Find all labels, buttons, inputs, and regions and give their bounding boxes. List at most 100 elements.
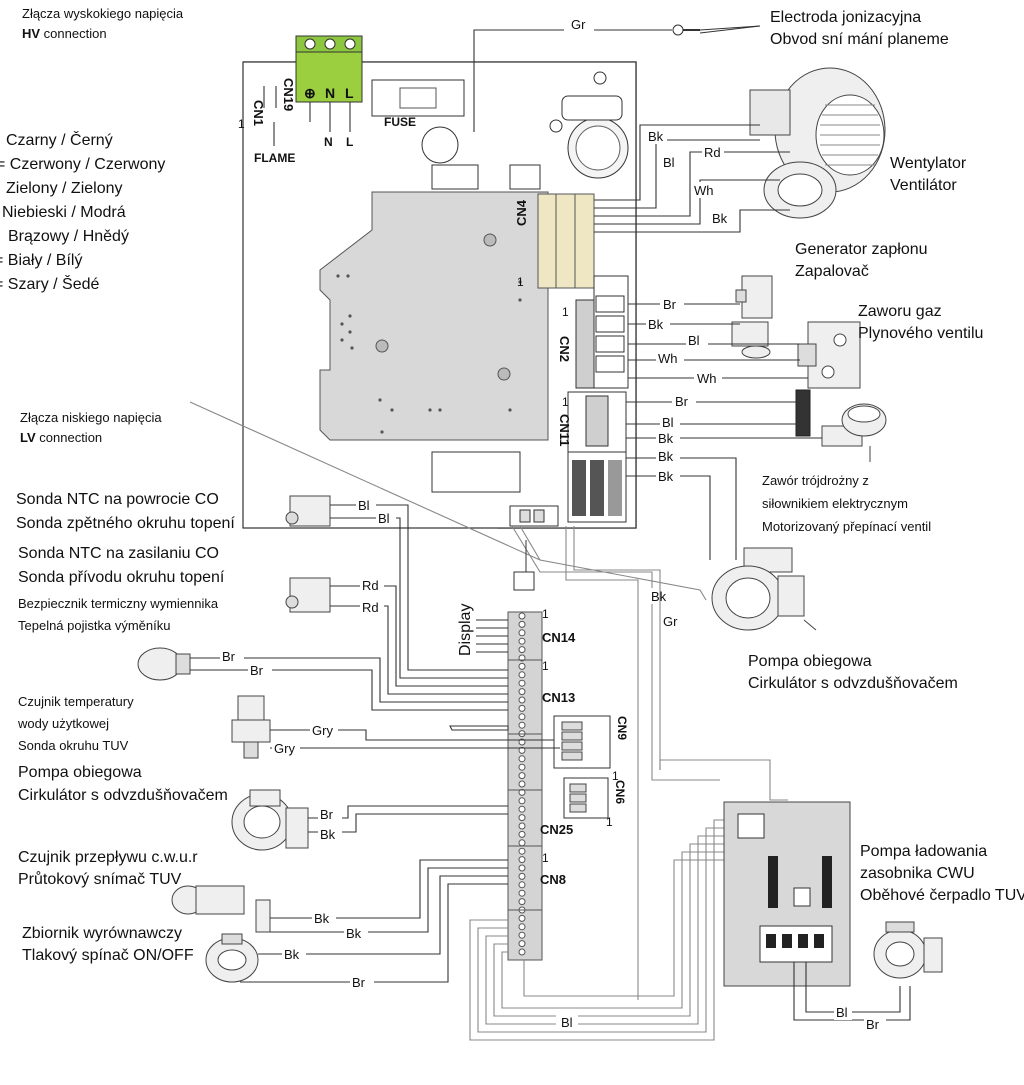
legend-item: Niebieski / Modrá xyxy=(2,204,126,221)
wire-label: Rd xyxy=(362,578,379,593)
wire-label: Bl xyxy=(663,155,675,170)
cwu-pump-label: Pompa ładowania xyxy=(860,843,987,860)
wire-label: Bk xyxy=(648,317,664,332)
ntc-supply-label: Sonda přívodu okruhu topení xyxy=(18,569,225,586)
strip-pin xyxy=(518,629,526,637)
cn2-pin-one: 1 xyxy=(562,305,569,319)
thermal-fuse-label: Tepelná pojistka výměníku xyxy=(18,618,170,633)
igniter-label: Zapalovač xyxy=(795,263,869,280)
strip-pin xyxy=(518,914,526,922)
three-way-label: Zawór trójdrożny z xyxy=(762,473,869,488)
lv-header-line1: Złącza niskiego napięcia xyxy=(20,410,162,425)
strip-pin xyxy=(518,746,526,754)
pressure-switch-icon xyxy=(205,933,259,983)
strip-pin xyxy=(518,679,526,687)
wire-label: Bk xyxy=(346,926,362,941)
strip-pin xyxy=(518,688,526,696)
cn2-label: CN2 xyxy=(557,336,572,362)
electrode-label: Obvod sní mání planeme xyxy=(770,31,949,48)
ionization-electrode-icon xyxy=(672,24,761,36)
wire-label: Bk xyxy=(651,589,667,604)
terminal-l-label: L xyxy=(345,85,354,101)
cn1-pin-one: 1 xyxy=(238,117,245,131)
wire-label: Bl xyxy=(561,1015,573,1030)
ntc-return-label: Sonda NTC na powrocie CO xyxy=(16,491,219,508)
igniter-icon xyxy=(731,275,773,359)
legend-item: Czarny / Černý xyxy=(6,130,113,149)
strip-pin xyxy=(518,763,526,771)
strip-pin xyxy=(518,898,526,906)
dhw-sensor-label: wody użytkowej xyxy=(17,716,109,731)
strip-pin xyxy=(518,788,526,796)
strip-pin xyxy=(518,772,526,780)
wire-label: Bl xyxy=(688,333,700,348)
wire-label: Br xyxy=(663,297,677,312)
strip-pin xyxy=(518,646,526,654)
strip-pin xyxy=(518,948,526,956)
cn6-label: CN6 xyxy=(613,780,627,804)
cn4-connector: CN4 1 xyxy=(514,193,595,289)
wire-label: Gry xyxy=(274,741,295,756)
control-pcb xyxy=(319,191,549,441)
wire-label: Bk xyxy=(658,469,674,484)
ntc-return-label: Sonda zpětného okruhu topení xyxy=(16,515,235,532)
flow-sensor-label: Průtokový snímač TUV xyxy=(18,870,182,888)
cn11-label: CN11 xyxy=(557,414,572,447)
thermal-fuse-icon xyxy=(137,647,191,681)
cn4-label: CN4 xyxy=(514,199,529,226)
strip-pin xyxy=(518,931,526,939)
cn8-pin-one: 1 xyxy=(542,851,549,865)
terminal-earth-label: ⊕ xyxy=(304,85,316,101)
hv-header-line1: Złącza wyskokiego napięcia xyxy=(22,6,184,21)
flame-label: FLAME xyxy=(254,151,295,165)
cn6-pin-one: 1 xyxy=(606,815,613,829)
strip-pin xyxy=(518,662,526,670)
strip-pin xyxy=(518,940,526,948)
cn6-connector: CN6 1 1 xyxy=(563,769,627,829)
electrode-label: Electroda jonizacyjna xyxy=(770,9,921,26)
ntc-supply-label: Sonda NTC na zasilaniu CO xyxy=(18,545,219,562)
wire-label: Gry xyxy=(312,723,333,738)
strip-pin xyxy=(518,881,526,889)
ntc-supply-sensor-icon xyxy=(285,577,331,613)
expansion-label: Zbiornik wyrównawczy xyxy=(22,925,182,942)
strip-pin xyxy=(518,822,526,830)
circulation-pump-icon xyxy=(711,547,817,631)
gas-valve-icon xyxy=(797,321,861,389)
lv-bold: LV xyxy=(20,430,36,445)
cn8-label: CN8 xyxy=(540,872,566,887)
wire-label: Br xyxy=(222,649,236,664)
fan-label: Wentylator xyxy=(890,155,967,172)
strip-pin xyxy=(518,671,526,679)
legend-item: Brązowy / Hnědý xyxy=(8,228,129,245)
cwu-pump-label: Oběhové čerpadlo TUV xyxy=(860,887,1024,904)
hv-terminal-block: ⊕ N L xyxy=(295,35,363,132)
cn1-label: CN1 xyxy=(251,100,266,126)
wire-label: Br xyxy=(866,1017,880,1032)
cn9-connector: CN9 xyxy=(449,715,629,769)
legend-item: = Biały / Bílý xyxy=(0,252,82,269)
lv-connector-strip xyxy=(507,540,543,961)
three-way-valve-icon xyxy=(795,389,887,462)
cn9-pin-one: 1 xyxy=(612,769,619,783)
lv-pump-icon xyxy=(231,789,309,851)
terminal-n-label: N xyxy=(325,85,335,101)
cn19-label: CN19 xyxy=(281,78,296,111)
strip-pin xyxy=(518,713,526,721)
wire-label: Bl xyxy=(662,415,674,430)
strip-pin xyxy=(518,889,526,897)
ntc-return-sensor-icon xyxy=(285,495,331,527)
fan-label: Ventilátor xyxy=(890,177,957,194)
color-legend: Czarny / Černý = Czerwony / Czerwony Zie… xyxy=(0,130,165,293)
three-way-label: siłownikiem elektrycznym xyxy=(762,496,908,511)
lv-pump-label: Cirkulátor s odvzdušňovačem xyxy=(18,787,228,804)
cn11-pin-one: 1 xyxy=(562,395,569,409)
wire-label: Bl xyxy=(836,1005,848,1020)
wire-label: Wh xyxy=(694,183,714,198)
strip-pin xyxy=(518,839,526,847)
wire-label: Bk xyxy=(648,129,664,144)
cn9-label: CN9 xyxy=(615,716,629,740)
strip-pin xyxy=(518,864,526,872)
dhw-sensor-label: Sonda okruhu TUV xyxy=(18,738,129,753)
